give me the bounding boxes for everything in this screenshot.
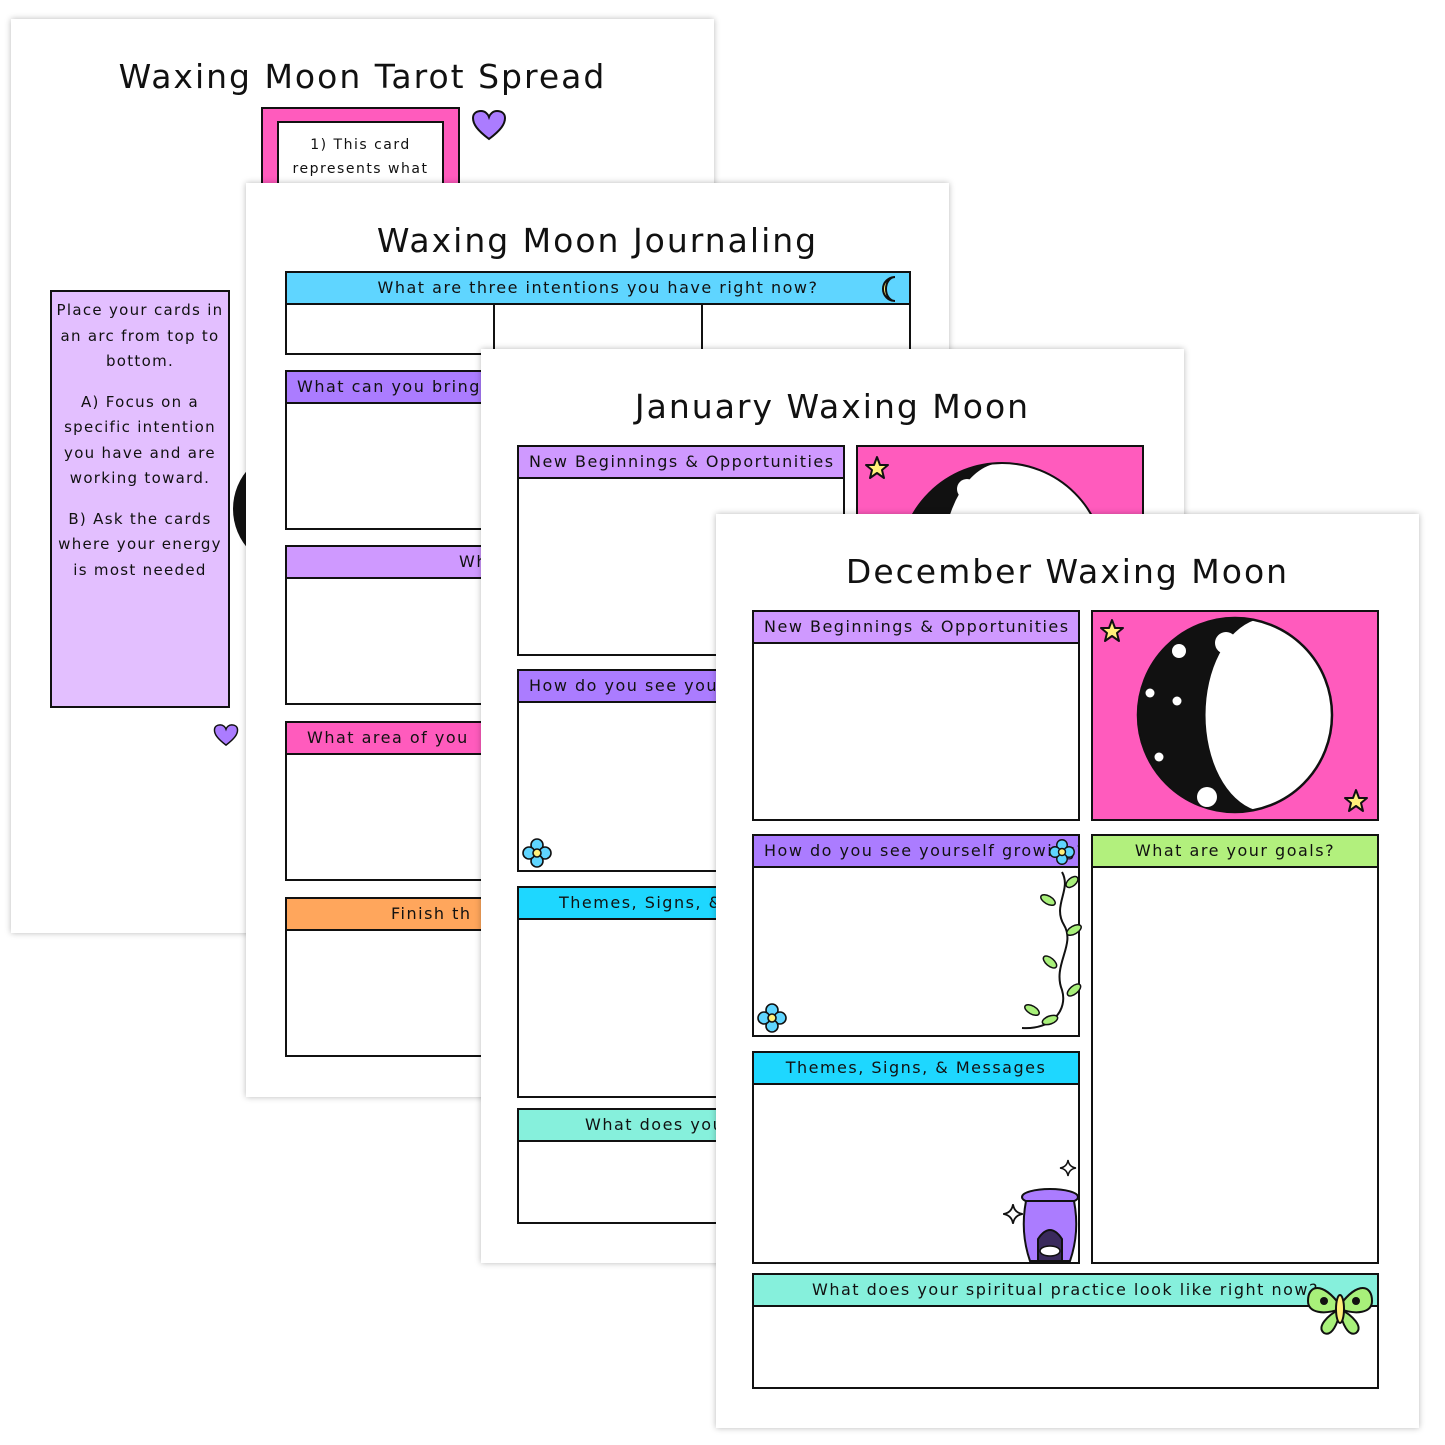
intention-cell — [495, 305, 703, 353]
sparkle-icon — [1003, 1204, 1023, 1224]
section-header: Themes, Signs, & Messages — [754, 1053, 1078, 1085]
intentions-box: What are three intentions you have right… — [285, 271, 911, 355]
star-icon — [1100, 619, 1124, 642]
oil-burner-icon — [1021, 1188, 1079, 1262]
vine-icon — [1021, 871, 1082, 1030]
intention-cell — [287, 305, 495, 353]
moon-panel — [1091, 610, 1379, 821]
spiritual-practice-box: What does your spiritual practice look l… — [752, 1273, 1379, 1389]
page-title: January Waxing Moon — [634, 387, 1031, 426]
flower-icon — [1049, 839, 1075, 865]
section-header: What are three intentions you have right… — [287, 273, 909, 305]
december-page: December Waxing Moon New Beginnings & Op… — [716, 514, 1419, 1428]
crescent-moon-icon — [882, 276, 896, 302]
new-beginnings-box: New Beginnings & Opportunities — [752, 610, 1080, 821]
goals-box: What are your goals? — [1091, 834, 1379, 1264]
instruction-text: B) Ask the cards where your energy is mo… — [58, 509, 222, 579]
sparkle-icon — [1059, 1159, 1077, 1177]
section-header: New Beginnings & Opportunities — [519, 447, 843, 479]
moon-panel — [856, 445, 1144, 525]
instructions-panel: Place your cards in an arc from top to b… — [50, 290, 230, 708]
flower-icon — [522, 838, 552, 868]
section-header: How do you see yourself growing? — [754, 836, 1078, 868]
instruction-text: A) Focus on a specific intention you hav… — [64, 392, 216, 488]
section-header: New Beginnings & Opportunities — [754, 612, 1078, 644]
moth-icon — [1306, 1287, 1374, 1335]
section-header: What are your goals? — [1093, 836, 1377, 868]
instruction-text: Place your cards in an arc from top to b… — [56, 301, 224, 370]
growing-box: How do you see yourself growing? — [752, 834, 1082, 1037]
page-title: December Waxing Moon — [845, 552, 1290, 591]
flower-icon — [757, 1003, 787, 1033]
page-title: Waxing Moon Tarot Spread — [118, 57, 607, 96]
moon-icon — [907, 462, 1097, 523]
star-icon — [865, 456, 889, 479]
themes-box: Themes, Signs, & Messages — [752, 1051, 1080, 1264]
page-title: Waxing Moon Journaling — [376, 221, 819, 260]
star-icon — [1344, 789, 1368, 812]
heart-icon — [213, 724, 239, 747]
moon-icon — [1136, 616, 1334, 814]
heart-icon — [471, 109, 507, 141]
section-header: What does your spiritual practice look l… — [754, 1275, 1377, 1307]
